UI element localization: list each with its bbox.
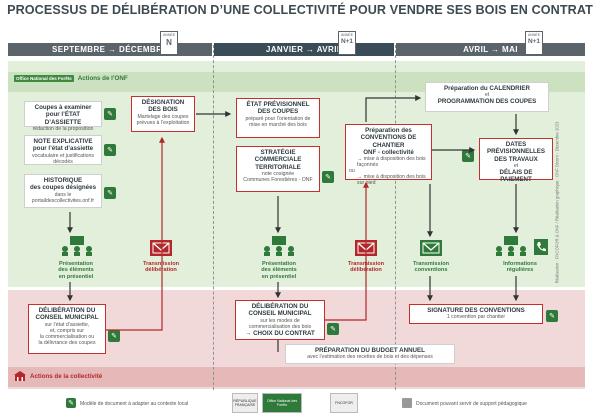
onf-actions-label: Actions de l’ONF <box>77 75 128 82</box>
collectivite-legend: Actions de la collectivité <box>14 371 102 382</box>
signature-box: SIGNATURE DES CONVENTIONS 1 convention p… <box>409 304 543 324</box>
deliberation-1-box: DÉLIBÉRATION DU CONSEIL MUNICIPAL sur l’… <box>28 304 106 354</box>
historique-box: HISTORIQUE des coupes désignées dans le … <box>24 174 102 208</box>
document-template-icon: ✎ <box>108 330 120 342</box>
separator-2 <box>395 45 396 390</box>
separator-1 <box>213 45 214 390</box>
collectivite-actions-label: Actions de la collectivité <box>30 373 103 380</box>
onf-legend: Office National des Forêts Actions de l’… <box>14 75 128 82</box>
document-template-icon: ✎ <box>462 150 474 162</box>
document-template-icon: ✎ <box>104 187 116 199</box>
strategie-commerciale-box: STRATÉGIE COMMERCIALE TERRITORIALE note … <box>236 146 320 192</box>
document-template-icon: ✎ <box>104 108 116 120</box>
calendrier-box: Préparation du CALENDRIER et PROGRAMMATI… <box>425 82 549 112</box>
presentation-icon-2 <box>262 236 296 256</box>
phone-icon <box>534 239 548 255</box>
teaching-support-icon <box>402 398 412 408</box>
credits-caption: Réalisation : FNCOFOR & ONF / Réalisatio… <box>554 121 560 284</box>
deliberation-2-box: DÉLIBÉRATION DU CONSEIL MUNICIPAL sur le… <box>235 300 325 340</box>
document-template-icon: ✎ <box>66 398 76 408</box>
presentation-icon-1 <box>60 236 94 256</box>
mail-icon-3 <box>420 240 442 256</box>
dates-previsionnelles-box: DATES PRÉVISIONNELLES DES TRAVAUX et DÉL… <box>479 138 553 183</box>
coupes-etat-assiette-box: Coupes à examiner pour l’ÉTAT D’ASSIETTE… <box>24 101 102 132</box>
designation-bois-box: DÉSIGNATION DES BOIS Martelage des coupe… <box>131 96 195 132</box>
presentation-icon-3 <box>494 236 528 256</box>
onf-logo: Office National des Forêts <box>262 393 302 413</box>
collectivite-band <box>8 367 585 387</box>
budget-box: PRÉPARATION DU BUDGET ANNUEL avec l’esti… <box>285 344 455 364</box>
document-template-icon: ✎ <box>546 310 558 322</box>
document-template-icon: ✎ <box>327 323 339 335</box>
onf-logo-tag: Office National des Forêts <box>14 75 74 82</box>
page-title: PROCESSUS DE DÉLIBÉRATION D’UNE COLLECTI… <box>7 3 593 17</box>
note-explicative-box: NOTE EXPLICATIVE pour l’état d’assiette … <box>24 135 102 165</box>
mail-icon-1 <box>150 240 172 256</box>
footer-left-note: Modèle de document à adapter au contexte… <box>80 401 189 407</box>
document-template-icon: ✎ <box>104 144 116 156</box>
conventions-chantier-box: Préparation des CONVENTIONS DE CHANTIER … <box>345 124 432 186</box>
etat-previsionnel-box: ÉTAT PRÉVISIONNEL DES COUPES préparé pou… <box>236 98 320 138</box>
fncofor-logo: FNCOFOR <box>330 393 358 413</box>
footer-right-note: Document pouvant servir de support pédag… <box>416 401 527 407</box>
document-template-icon: ✎ <box>322 171 334 183</box>
town-hall-icon <box>14 371 26 381</box>
